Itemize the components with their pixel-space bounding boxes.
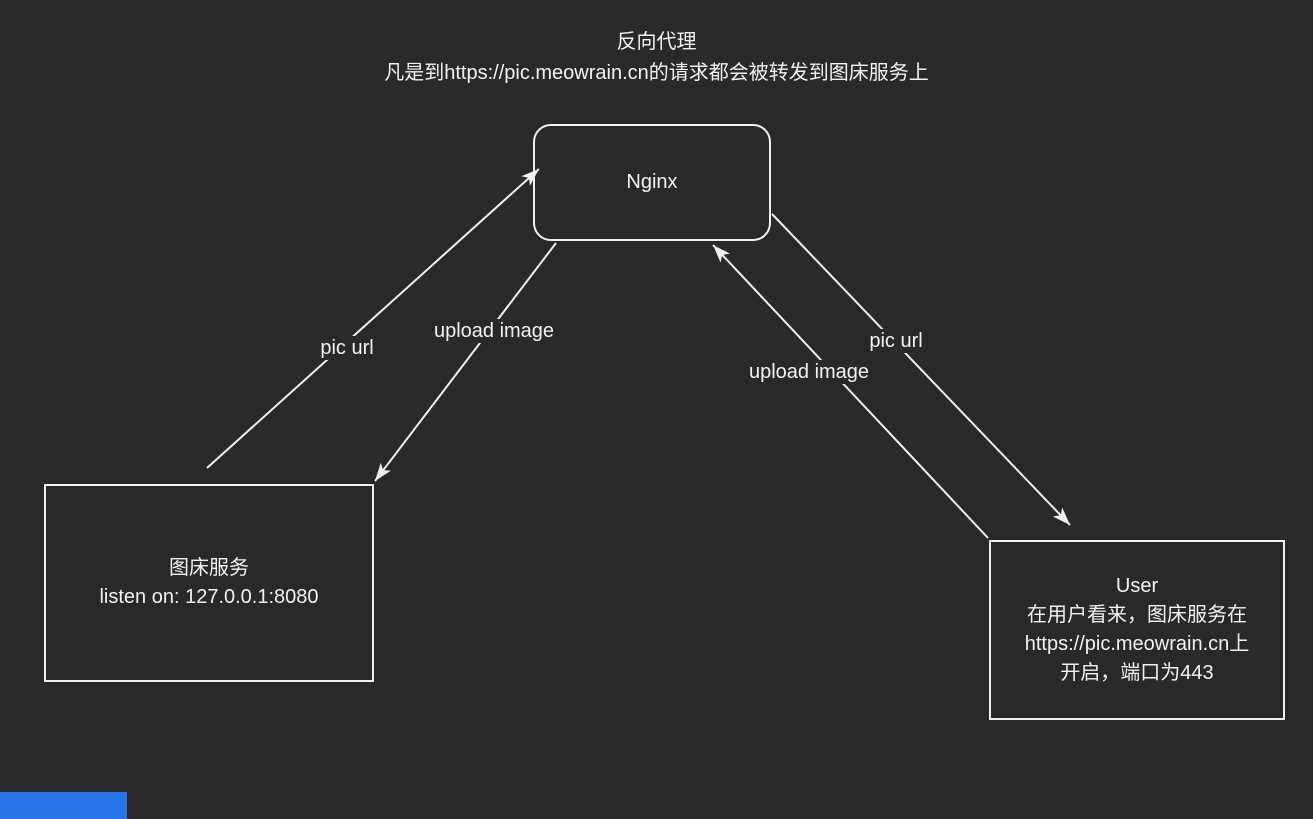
node-user: User 在用户看来，图床服务在 https://pic.meowrain.cn…: [989, 540, 1285, 720]
node-nginx-label: Nginx: [626, 171, 678, 193]
edge-label-right-pic-url: pic url: [866, 329, 926, 353]
taskbar-fragment: [0, 792, 127, 819]
edge-right-upload-image-arrow: [712, 244, 989, 539]
node-nginx: Nginx: [533, 124, 771, 241]
node-user-desc-line3: 开启，端口为443: [1060, 662, 1214, 684]
edge-label-left-pic-url: pic url: [317, 336, 377, 360]
diagram-title-line1: 反向代理: [616, 31, 697, 53]
diagram-title: 反向代理 凡是到https://pic.meowrain.cn的请求都会被转发到…: [0, 27, 1313, 89]
node-user-title: User: [1115, 575, 1159, 597]
edge-label-left-upload-image: upload image: [430, 319, 558, 343]
node-user-desc-line2: https://pic.meowrain.cn上: [1024, 633, 1250, 655]
node-image-service-listen-address: listen on: 127.0.0.1:8080: [99, 586, 319, 608]
diagram-title-line2: 凡是到https://pic.meowrain.cn的请求都会被转发到图床服务上: [384, 62, 929, 84]
node-user-desc-line1: 在用户看来，图床服务在: [1027, 604, 1247, 626]
node-image-service: 图床服务 listen on: 127.0.0.1:8080: [44, 484, 374, 682]
node-image-service-title: 图床服务: [169, 557, 249, 579]
edge-left-upload-image-arrow: [374, 242, 557, 482]
edge-label-right-upload-image: upload image: [745, 360, 873, 384]
